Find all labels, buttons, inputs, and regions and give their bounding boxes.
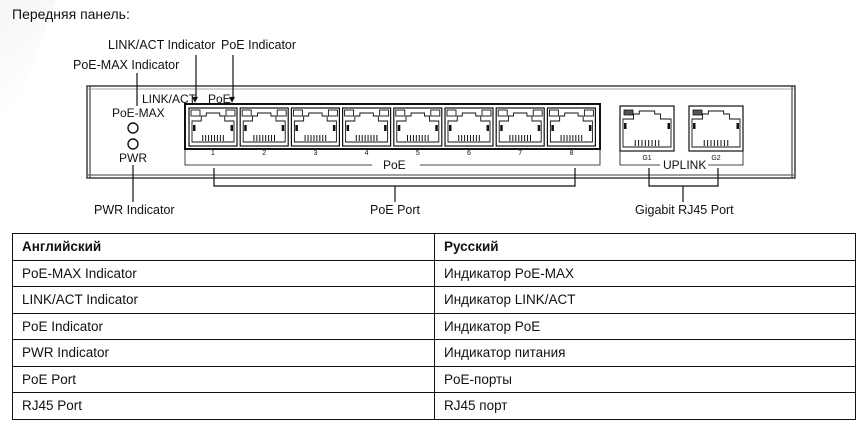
poe-port-block [184,103,601,166]
link-act-led-icon [344,109,355,117]
poe-port-7: 7 [495,107,545,157]
poe-port-8: 8 [546,107,597,157]
pwr-led-icon [127,138,139,150]
poe-led-icon [583,109,594,117]
port-number-label: 2 [262,150,266,157]
link-act-led-icon [548,109,559,117]
link-act-marker-icon: ▾ [192,92,198,106]
link-act-led-icon [395,109,406,117]
poe-led-icon [481,109,492,117]
front-panel-diagram: LINK/ACT ▾ PoE ▾ PoE-MAX PWR LINK/ACT In… [73,38,796,217]
table-header-row: Английский Русский [12,233,856,261]
cell-russian: PoE-порты [434,365,856,393]
poe-port-group: 1 2 3 4 5 6 7 8 [188,107,597,157]
uplink-port-G1: G1 [619,105,675,162]
port-number-label: 1 [211,150,215,157]
cell-russian: Индикатор PoE-MAX [434,259,856,287]
poe-port-6: 6 [444,107,494,157]
poe-led-icon [225,109,236,117]
panel-label-poe: PoE [208,92,231,106]
poe-led-icon [327,109,338,117]
cell-english: RJ45 Port [12,392,435,420]
callout-poe-port: PoE Port [370,203,421,217]
port-number-label: 3 [313,150,317,157]
poe-port-4: 4 [342,107,392,157]
uplink-port-group: G1 G2 [619,105,744,162]
cell-russian: Индикатор питания [434,339,856,367]
panel-label-poe-max: PoE-MAX [112,106,165,120]
port-number-label: 8 [569,150,573,157]
table-row: RJ45 Port RJ45 порт [12,392,856,420]
poe-group-label: PoE [383,158,406,172]
table-row: PoE-MAX Indicator Индикатор PoE-MAX [12,259,856,287]
translation-table: Английский Русский PoE-MAX Indicator Инд… [12,233,856,420]
port-led-icon [623,109,634,116]
table-row: PoE Port PoE-порты [12,365,856,393]
link-act-led-icon [292,109,303,117]
column-header-english: Английский [12,233,435,261]
uplink-port-G2: G2 [688,105,744,162]
port-number-label: G2 [711,155,720,162]
cell-english: PoE Indicator [12,312,435,340]
callout-lines [132,55,719,202]
port-number-label: G1 [642,155,651,162]
callout-pwr-indicator: PWR Indicator [94,203,175,217]
poe-port-5: 5 [393,107,443,157]
panel-label-pwr: PWR [119,151,147,165]
section-heading: Передняя панель: [12,6,130,22]
callout-poe-max-indicator: PoE-MAX Indicator [73,58,179,72]
poe-led-icon [532,109,543,117]
port-number-label: 7 [518,150,522,157]
cell-english: PoE Port [12,365,435,393]
cell-english: PoE-MAX Indicator [12,259,435,287]
port-number-label: 6 [467,150,471,157]
cell-english: PWR Indicator [12,339,435,367]
poe-port-1: 1 [188,107,238,157]
callout-gigabit-port: Gigabit RJ45 Port [635,203,734,217]
cell-russian: Индикатор PoE [434,312,856,340]
link-act-led-icon [497,109,508,117]
table-row: LINK/ACT Indicator Индикатор LINK/ACT [12,286,856,314]
poe-port-2: 2 [239,107,289,157]
callout-link-act-indicator: LINK/ACT Indicator [108,38,215,52]
cell-russian: Индикатор LINK/ACT [434,286,856,314]
port-led-icon [692,109,703,116]
table-row: PoE Indicator Индикатор PoE [12,312,856,340]
column-header-russian: Русский [434,233,856,261]
panel-label-link-act: LINK/ACT [142,92,197,106]
callout-poe-indicator: PoE Indicator [221,38,296,52]
link-act-led-icon [446,109,457,117]
poe-led-icon [379,109,390,117]
link-act-led-icon [241,109,252,117]
poe-port-3: 3 [290,107,340,157]
port-number-label: 4 [365,150,369,157]
uplink-group-label: UPLINK [663,158,706,172]
uplink-port-block [619,151,744,166]
poe-max-led-icon [127,122,139,134]
table-row: PWR Indicator Индикатор питания [12,339,856,367]
poe-led-icon [430,109,441,117]
switch-chassis [86,85,796,179]
link-act-led-icon [190,109,201,117]
cell-english: LINK/ACT Indicator [12,286,435,314]
port-number-label: 5 [416,150,420,157]
cell-russian: RJ45 порт [434,392,856,420]
poe-led-icon [276,109,287,117]
poe-marker-icon: ▾ [229,92,235,106]
